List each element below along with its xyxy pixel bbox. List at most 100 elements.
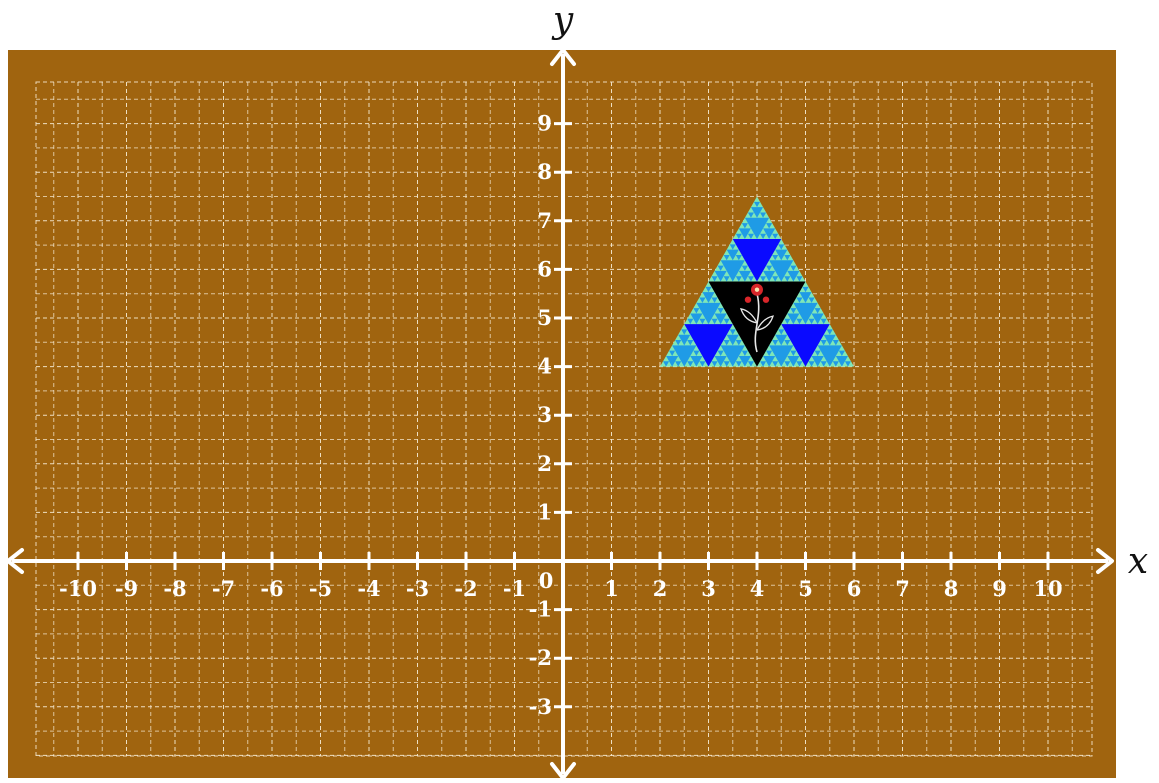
fractal-hole bbox=[784, 340, 791, 346]
fractal-hole bbox=[738, 228, 751, 240]
fractal-hole bbox=[729, 244, 736, 250]
fractal-hole bbox=[784, 276, 791, 282]
fractal-hole bbox=[820, 340, 827, 346]
fractal-hole bbox=[796, 297, 803, 303]
y-arrow-down bbox=[550, 762, 576, 780]
fractal-hole bbox=[787, 270, 800, 282]
fractal-hole bbox=[784, 318, 791, 325]
y-tick-label: -2 bbox=[529, 645, 552, 670]
fractal-hole bbox=[699, 361, 706, 367]
fractal-hole bbox=[714, 355, 727, 367]
fractal-hole bbox=[760, 212, 767, 218]
y-tick-label: -1 bbox=[529, 597, 552, 622]
fractal-hole bbox=[714, 313, 727, 325]
origin-label: 0 bbox=[539, 568, 554, 593]
fractal-hole bbox=[763, 270, 776, 282]
fractal-hole bbox=[808, 297, 815, 303]
fractal-hole bbox=[663, 361, 670, 367]
y-tick-label: 3 bbox=[537, 402, 552, 427]
fractal-hole bbox=[690, 355, 703, 367]
x-tick-label: 1 bbox=[604, 576, 619, 601]
flower-leaf bbox=[756, 315, 774, 331]
flower-bud bbox=[762, 296, 770, 303]
fractal-hole bbox=[817, 345, 842, 367]
flower-leaf bbox=[740, 308, 758, 324]
x-tick-label: -1 bbox=[503, 576, 526, 601]
fractal-hole bbox=[690, 313, 703, 325]
flower-stem bbox=[754, 293, 760, 353]
fractal-hole bbox=[684, 324, 733, 367]
sierpinski-triangle bbox=[660, 196, 854, 367]
x-tick-label: 7 bbox=[895, 576, 910, 601]
fractal-hole bbox=[775, 249, 788, 261]
fractal-hole bbox=[808, 318, 815, 325]
fractal-hole bbox=[681, 329, 688, 335]
fractal-hole bbox=[766, 265, 773, 271]
fractal-hole bbox=[735, 361, 742, 367]
fractal-hole bbox=[790, 350, 797, 356]
fractal-hole bbox=[723, 361, 730, 367]
fractal-hole bbox=[693, 350, 700, 356]
fractal-hole bbox=[844, 361, 851, 367]
fractal-hole bbox=[760, 233, 767, 240]
x-tick-label: 4 bbox=[750, 576, 765, 601]
fractal-hole bbox=[714, 270, 727, 282]
fractal-hole bbox=[772, 340, 779, 346]
fractal-hole bbox=[832, 361, 839, 367]
fractal-hole bbox=[747, 212, 754, 218]
x-tick-label: 5 bbox=[798, 576, 813, 601]
x-tick-label: 8 bbox=[944, 576, 959, 601]
fractal-hole bbox=[741, 265, 748, 271]
fractal-hole bbox=[796, 276, 803, 282]
y-axis-label: y bbox=[551, 0, 574, 41]
x-arrow-left bbox=[6, 548, 24, 574]
fractal-hole bbox=[675, 340, 682, 346]
fractal-hole bbox=[726, 334, 739, 346]
x-tick-label: -10 bbox=[59, 576, 97, 601]
fractal-hole bbox=[838, 350, 845, 356]
fractal-hole bbox=[835, 355, 848, 367]
y-tick-label: 6 bbox=[537, 256, 552, 281]
fractal-hole bbox=[826, 329, 833, 335]
y-tick-label: 8 bbox=[537, 159, 552, 184]
x-tick-label: -5 bbox=[309, 576, 332, 601]
fractal-hole bbox=[723, 254, 730, 261]
x-tick-label: 10 bbox=[1033, 576, 1062, 601]
fractal-hole bbox=[687, 361, 694, 367]
fractal-hole bbox=[699, 297, 706, 303]
x-tick-label: -9 bbox=[115, 576, 138, 601]
fractal-hole bbox=[702, 292, 715, 303]
y-tick-label: 2 bbox=[537, 451, 552, 476]
fractal-hole bbox=[675, 361, 682, 367]
fractal-hole bbox=[711, 276, 718, 282]
fractal-hole bbox=[763, 228, 776, 240]
x-tick-label: -4 bbox=[357, 576, 380, 601]
fractal-hole bbox=[769, 260, 794, 282]
fractal-hole bbox=[741, 223, 748, 229]
fractal-hole bbox=[781, 324, 830, 367]
fractal-hole bbox=[687, 318, 694, 325]
fractal-hole bbox=[699, 318, 706, 325]
fractal-hole bbox=[672, 345, 697, 367]
fractal-hole bbox=[814, 308, 821, 314]
axes bbox=[6, 48, 1114, 780]
x-arrow-right bbox=[1096, 548, 1114, 574]
fractal-hole bbox=[678, 334, 691, 346]
fractal-hole bbox=[705, 286, 712, 293]
fractal-hole bbox=[753, 201, 761, 208]
fractal-hole bbox=[735, 340, 742, 346]
fractal-hole bbox=[811, 355, 824, 367]
fractal-hole bbox=[820, 318, 827, 325]
fractal-hole bbox=[738, 355, 751, 367]
fractal-hole bbox=[729, 329, 736, 335]
x-tick-label: -6 bbox=[260, 576, 283, 601]
fractal-hole bbox=[778, 329, 785, 335]
fractal-hole bbox=[802, 286, 809, 293]
x-tick-label: -7 bbox=[212, 576, 235, 601]
fractal-hole bbox=[772, 254, 779, 261]
fractal-hole bbox=[760, 276, 767, 282]
y-tick-label: 9 bbox=[537, 111, 552, 136]
